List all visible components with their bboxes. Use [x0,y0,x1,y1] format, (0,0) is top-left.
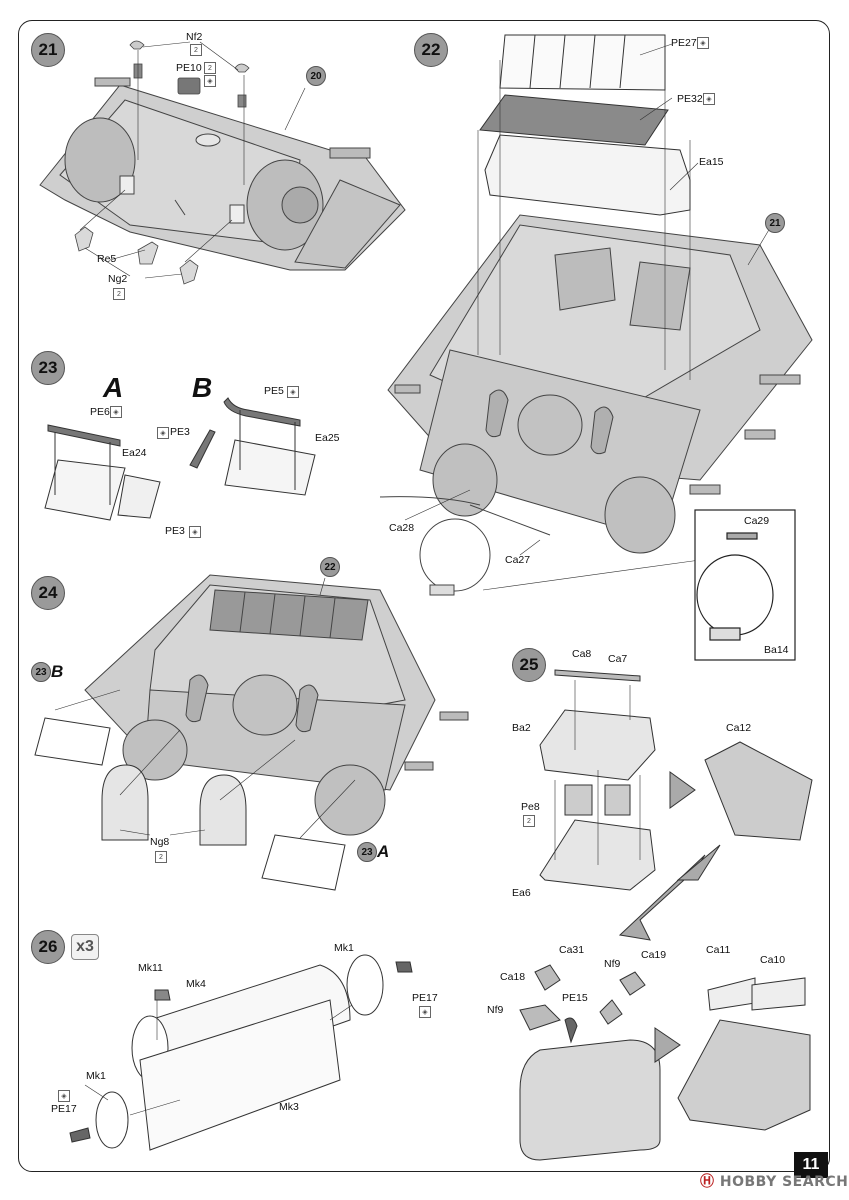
step23-b [189,397,316,496]
label-mk11: Mk11 [138,962,163,974]
label-ea6: Ea6 [512,887,531,899]
label-pe8: Pe8 [521,801,540,813]
label-pe3-b: PE3 [170,426,190,438]
watermark-text: HOBBY SEARCH [719,1174,849,1190]
label-pe17-b: PE17 [412,992,438,1004]
label-nf9-a: Nf9 [604,958,621,970]
label-ca27: Ca27 [505,554,531,566]
label-ba2: Ba2 [512,722,531,734]
label-pe17-a: PE17 [51,1103,77,1115]
label-mk1-a: Mk1 [86,1070,106,1082]
step21-hull [39,77,406,271]
label-pe15: PE15 [562,992,588,1004]
label-re5: Re5 [97,253,117,265]
step21-leaders [79,41,306,279]
label-ng8: Ng8 [150,836,170,848]
step-26-badge: 26 [31,930,65,964]
photo-etch-icon: ◈ [157,427,169,439]
qty-ng8: 2 [155,851,167,863]
label-ea25: Ea25 [315,432,340,444]
step23-a [44,424,161,521]
photo-etch-icon: ◈ [204,75,216,87]
label-ca28: Ca28 [389,522,415,534]
label-ea15: Ea15 [699,156,724,168]
photo-etch-icon: ◈ [419,1006,431,1018]
label-ca19: Ca19 [641,949,667,961]
label-ba14: Ba14 [764,644,789,656]
photo-etch-icon: ◈ [58,1090,70,1102]
step24-parts [34,717,346,891]
ref-step-21: 21 [765,213,785,233]
label-ca31: Ca31 [559,944,585,956]
step25-parts [539,669,813,941]
label-ca11: Ca11 [706,944,731,956]
label-ea24: Ea24 [122,447,147,459]
step24-hull [84,574,469,836]
label-nf9-b: Nf9 [487,1004,504,1016]
step-25-badge: 25 [512,648,546,682]
label-ca8: Ca8 [572,648,592,660]
multiplier-badge: x3 [71,934,99,960]
photo-etch-icon: ◈ [703,93,715,105]
ref-variant-b: B [51,662,64,681]
label-pe3-a: PE3 [165,525,185,537]
step26-drum [69,954,413,1151]
step-22-badge: 22 [414,33,448,67]
ref-step-23b: 23 [31,662,51,682]
ref-step-23a: 23 [357,842,377,862]
photo-etch-icon: ◈ [110,406,122,418]
label-ng2: Ng2 [108,273,128,285]
photo-etch-icon: ◈ [697,37,709,49]
qty-nf2: 2 [190,44,202,56]
step22-hull [387,214,813,554]
step-21-badge: 21 [31,33,65,67]
label-pe27: PE27 [671,37,697,49]
ref-variant-a: A [377,842,390,861]
step25-leaders [554,680,641,865]
step24-leaders [54,577,356,839]
label-pe32: PE32 [677,93,703,105]
step-23-badge: 23 [31,351,65,385]
label-mk3: Mk3 [279,1101,299,1113]
detail-box [694,509,796,661]
variant-a-title: A [103,372,124,403]
label-nf2: Nf2 [186,31,203,43]
label-mk1-b: Mk1 [334,942,354,954]
qty-ng2: 2 [113,288,125,300]
step-24-badge: 24 [31,576,65,610]
step22-leaders [404,43,771,591]
label-ca7: Ca7 [608,653,628,665]
variant-b-title: B [192,372,213,403]
label-ca12: Ca12 [726,722,752,734]
label-mk4: Mk4 [186,978,206,990]
watermark: Ⓗ HOBBY SEARCH [700,1171,848,1191]
ref-step-22: 22 [320,557,340,577]
step22-screen-frame [479,34,691,216]
page-frame [18,20,830,1172]
step26-leaders [84,1000,353,1116]
page-number: 11 [794,1152,828,1178]
photo-etch-icon: ◈ [189,526,201,538]
label-pe6: PE6 [90,406,110,418]
step22-hatch [379,496,551,596]
ref-step-20: 20 [306,66,326,86]
label-ca18: Ca18 [500,971,526,983]
qty-pe8: 2 [523,815,535,827]
label-pe5: PE5 [264,385,284,397]
brand-mark-icon: Ⓗ [700,1174,715,1190]
label-ca29: Ca29 [744,515,770,527]
step25-bottom [519,964,811,1161]
photo-etch-icon: ◈ [287,386,299,398]
label-ca10: Ca10 [760,954,786,966]
label-pe10: PE10 [176,62,202,74]
qty-pe10: 2 [204,62,216,74]
